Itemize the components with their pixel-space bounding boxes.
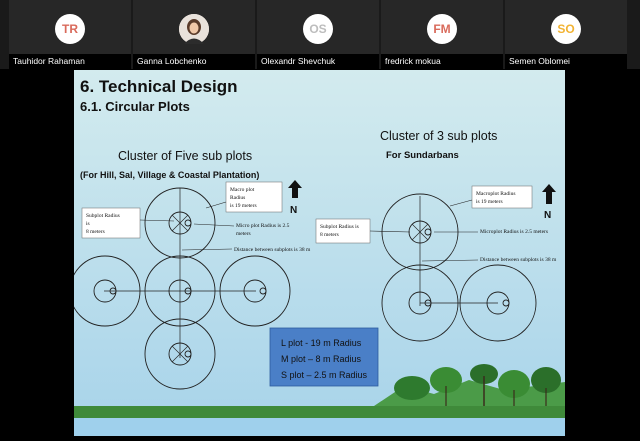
macroplot-radius-label: Macroplot Radius (476, 191, 516, 197)
micro-radius-label: meters (236, 231, 251, 237)
left-cluster-heading: Cluster of Five sub plots (118, 149, 252, 163)
label-box (315, 218, 371, 244)
microplot-circle (184, 287, 192, 295)
microplot-circle (424, 299, 432, 307)
macro-radius-label: is 19 meters (230, 203, 257, 209)
participant-tile[interactable]: FM fredrick mokua (381, 0, 503, 69)
shared-screen: 6. Technical Design 6.1. Circular Plots … (69, 70, 565, 436)
participant-name: Tauhidor Rahaman (9, 54, 131, 69)
participant-strip: TR Tauhidor Rahaman Ganna Lobchenko OS O… (0, 0, 640, 69)
micro-radius-label: Micro plot Radius is 2.5 (236, 223, 290, 229)
participant-tile[interactable]: TR Tauhidor Rahaman (9, 0, 131, 69)
right-cluster-subheading: For Sundarbans (386, 150, 459, 161)
presentation-slide: 6. Technical Design 6.1. Circular Plots … (69, 70, 565, 436)
macro-plot-circle (219, 255, 291, 327)
legend-item: L plot - 19 m Radius (281, 338, 362, 348)
label-box (81, 207, 141, 239)
subplot-radius-label: is (86, 221, 90, 227)
microplot-circle (184, 219, 192, 227)
avatar: FM (427, 14, 457, 44)
avatar: OS (303, 14, 333, 44)
participant-name: fredrick mokua (381, 54, 503, 69)
grass-strip (74, 406, 565, 418)
avatar-photo (179, 14, 209, 44)
microplot-circle (184, 350, 192, 358)
slide-title: 6. Technical Design (80, 77, 237, 96)
avatar: TR (55, 14, 85, 44)
right-cluster-heading: Cluster of 3 sub plots (380, 129, 497, 143)
macro-plot-circle (381, 264, 459, 342)
label-box (471, 185, 533, 209)
microplot-circle (259, 287, 267, 295)
north-arrow-icon (542, 184, 556, 204)
macroplot-radius-label: is 19 meters (476, 199, 503, 205)
north-label: N (290, 205, 297, 216)
microplot-circle (109, 287, 117, 295)
participant-tile[interactable]: OS Olexandr Shevchuk (257, 0, 379, 69)
avatar: SO (551, 14, 581, 44)
subplot-radius-label: 8 meters (320, 232, 339, 238)
subplot-radius-label: 8 meters (86, 229, 105, 235)
participant-name: Olexandr Shevchuk (257, 54, 379, 69)
subplot-radius-label: Subplot Radius (86, 213, 120, 219)
microplot-circle (424, 228, 432, 236)
macro-plot-circle (144, 318, 216, 390)
participant-tile[interactable]: SO Semen Oblomei (505, 0, 627, 69)
distance-label: Distance between subplots is 38 m (234, 247, 311, 253)
macro-plot-circle (144, 187, 216, 259)
participant-name: Semen Oblomei (505, 54, 627, 69)
distance-label: Distance between subplots is 38 m (480, 257, 557, 263)
microplot-radius-label: Microplot Radius is 2.5 meters (480, 229, 548, 235)
macro-radius-label: Macro plot (230, 187, 255, 193)
macro-radius-label: Radius (230, 195, 245, 201)
macro-plot-circle (459, 264, 537, 342)
mangrove-trees-illustration (374, 364, 565, 406)
participant-name: Ganna Lobchenko (133, 54, 255, 69)
macro-plot-circle (144, 255, 216, 327)
plot-size-legend (269, 327, 379, 387)
legend-item: M plot – 8 m Radius (281, 354, 362, 364)
water-strip (74, 418, 565, 436)
north-arrow-icon (288, 180, 302, 198)
legend-item: S plot – 2.5 m Radius (281, 370, 368, 380)
microplot-circle (502, 299, 510, 307)
participant-tile[interactable]: Ganna Lobchenko (133, 0, 255, 69)
slide-subtitle: 6.1. Circular Plots (80, 99, 190, 114)
person-photo-icon (179, 14, 209, 44)
label-box (225, 181, 283, 213)
subplot-radius-label: Subplot Radius is (320, 224, 359, 230)
left-cluster-subheading: (For Hill, Sal, Village & Coastal Planta… (80, 170, 259, 180)
north-label: N (544, 210, 551, 221)
